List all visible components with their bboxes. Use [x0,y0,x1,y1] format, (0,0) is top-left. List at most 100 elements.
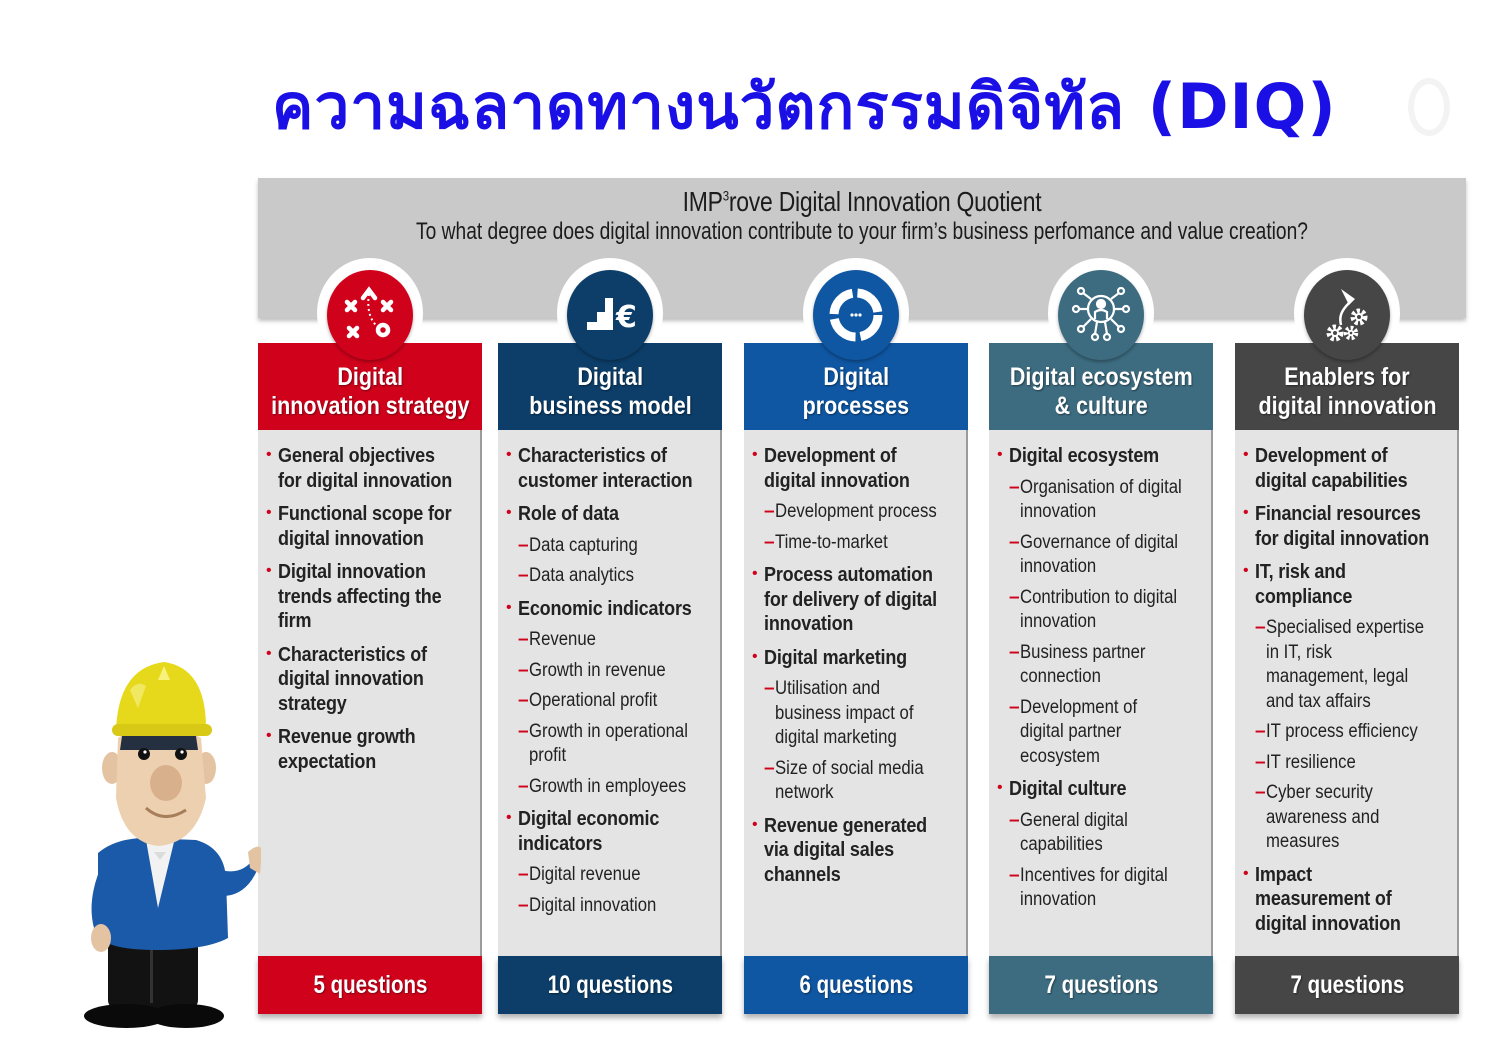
sub-list-item: –Growth in revenue [518,659,714,684]
sub-list-item: –Digital innovation [518,894,714,919]
list-item-text: Revenue growth expectation [278,726,416,773]
bullet-icon: • [1243,864,1249,882]
bullet-icon: • [752,815,758,833]
category-items: •Development of digital capabilities•Fin… [1235,430,1459,956]
category-items: •Development of digital innovation–Devel… [744,430,968,956]
bullet-icon: • [1243,504,1249,521]
list-item-text: Digital economic indicators [518,808,660,855]
sub-list-item: –Digital revenue [518,863,714,888]
list-item: •Impact measurement of digital innovatio… [1243,863,1451,937]
sub-list-item-text: Growth in employees [529,775,687,797]
sub-list-item: –Time-to-market [764,531,960,556]
dash-icon: – [1009,696,1020,718]
sub-list-item: –Development process [764,500,960,525]
dash-icon: – [764,531,775,553]
sub-list-item: –Growth in operational profit [518,720,714,769]
dash-icon: – [1009,809,1020,831]
list-item-text: Revenue generated via digital sales chan… [764,814,928,886]
list-item-text: Digital culture [1009,778,1127,800]
dash-icon: – [518,894,529,916]
bullet-icon: • [506,446,512,463]
bullet-icon: • [506,809,512,826]
bullet-icon: • [266,644,272,662]
sub-list-item: –Data capturing [518,534,714,559]
dash-icon: – [764,757,775,779]
category-items: •Digital ecosystem–Organisation of digit… [989,430,1213,956]
dash-icon: – [764,678,775,699]
list-item: •Characteristics of digital innovation s… [266,643,474,717]
list-item-text: Digital ecosystem [1009,445,1160,467]
dash-icon: – [1009,641,1020,663]
questions-count: 6 questions [744,956,968,1014]
questions-count: 7 questions [989,956,1213,1014]
dash-icon: – [1255,617,1266,638]
dash-icon: – [1255,721,1266,742]
sub-list-item: –Operational profit [518,689,714,714]
list-item-text: General objectives for digital innovatio… [278,445,453,492]
sub-list-item: –Revenue [518,628,714,653]
list-item: • Digital culture [997,777,1205,802]
sub-list-item: –Size of social media network [764,757,960,806]
list-item-text: Process automation for delivery of digit… [764,564,937,635]
list-item-text: Development of digital capabilities [1255,445,1408,492]
svg-text:€: € [615,300,637,335]
bullet-icon: • [266,446,272,463]
sub-list-item-text: Contribution to digital innovation [1020,586,1178,633]
sub-list-item-text: Governance of digital innovation [1020,531,1179,578]
list-item-text: Role of data [518,503,619,525]
list-item-text: IT, risk and compliance [1255,561,1353,608]
sub-list-item: –Cyber security awareness and measures [1255,781,1451,855]
list-item-text: Characteristics of customer interaction [518,445,693,492]
sub-list-item-text: Revenue [529,629,596,650]
sub-list-item-text: IT process efficiency [1266,721,1418,742]
sub-list-item: –Business partner connection [1009,641,1205,690]
list-item: •IT, risk and compliance [1243,560,1451,609]
dash-icon: – [518,864,529,885]
sub-list-item: –Governance of digital innovation [1009,531,1205,580]
list-item: •Functional scope for digital innovation [266,502,474,551]
list-item-text: Economic indicators [518,597,692,620]
dash-icon: – [764,501,775,522]
sub-list-item-text: Time-to-market [775,531,888,553]
sub-list-item-text: Development process [775,501,937,522]
dash-icon: – [518,659,529,681]
bullet-icon: • [997,446,1003,463]
sub-list-item: –Development of digital partner ecosyste… [1009,696,1205,770]
bullet-icon: • [752,647,758,665]
list-item: •Financial resources for digital innovat… [1243,502,1451,551]
list-item: • Digital economic indicators [506,807,714,856]
category-items: • Characteristics of customer interaction… [498,430,722,956]
bullet-icon: • [266,727,272,744]
dash-icon: – [518,629,529,650]
dash-icon: – [1009,864,1020,886]
sub-list-item-text: Specialised expertise in IT, risk manage… [1266,617,1425,712]
questions-count: 10 questions [498,956,722,1014]
page-title: ความฉลาดทางนวัตกรรมดิจิทัล (DIQ) [272,70,1337,143]
bullet-icon: • [266,504,272,521]
sub-list-item-text: Organisation of digital innovation [1020,476,1182,523]
sub-list-item: –Specialised expertise in IT, risk manag… [1255,616,1451,714]
list-item: • Revenue growth expectation [266,725,474,774]
dash-icon: – [1009,476,1020,498]
sub-list-item-text: Data analytics [529,565,635,586]
sub-list-item-text: Incentives for digital innovation [1020,864,1168,911]
sub-list-item: –Growth in employees [518,775,714,800]
bullet-icon: • [506,504,512,521]
sub-list-item-text: Operational profit [529,690,658,711]
dash-icon: – [1255,782,1266,803]
sub-list-item-text: Growth in operational profit [529,720,688,767]
list-item: •Digital innovation trends affecting the… [266,560,474,634]
sub-list-item-text: Business partner connection [1020,641,1146,688]
sub-list-item-text: Growth in revenue [529,659,666,681]
bullet-icon: • [997,779,1003,796]
list-item-text: Development of digital innovation [764,445,910,492]
sub-list-item-text: Digital innovation [529,894,657,916]
bullet-icon: • [266,562,272,579]
dash-icon: – [1255,751,1266,773]
list-item: •Development of digital capabilities [1243,444,1451,493]
dash-icon: – [518,534,529,556]
